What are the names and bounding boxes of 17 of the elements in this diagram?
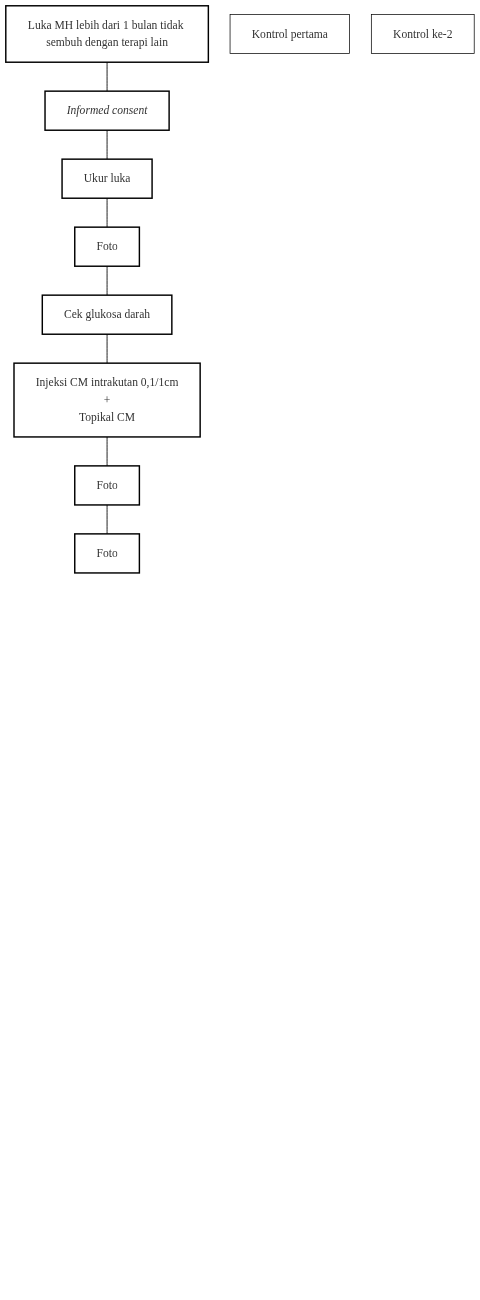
node-box: Kontrol pertama [229, 14, 350, 54]
connector [106, 436, 108, 467]
connector [106, 333, 108, 364]
node-box: Foto [74, 465, 141, 506]
node-box: Kontrol ke-2 [370, 14, 475, 54]
connector [106, 265, 108, 296]
connector [106, 197, 108, 228]
node-box: Ukur luka [61, 158, 153, 199]
connector [106, 504, 108, 535]
connector [106, 61, 108, 92]
node-box: Informed consent [44, 90, 170, 131]
node-box: Foto [74, 533, 141, 574]
node-box: Luka MH lebih dari 1 bulan tidak sembuh dengan terapi lain [5, 5, 210, 63]
connector [106, 129, 108, 160]
node-box: Injeksi CM intrakutan 0,1/1cm + Topikal CM [13, 362, 201, 438]
node-box: Cek glukosa darah [41, 294, 173, 335]
node-box: Foto [74, 226, 141, 267]
